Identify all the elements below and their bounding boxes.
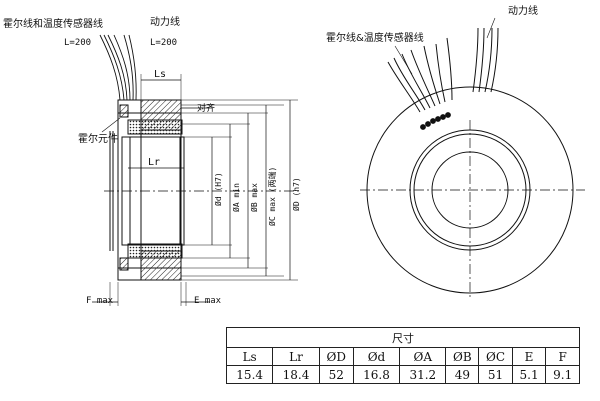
table-title: 尺寸 bbox=[226, 327, 580, 348]
header-lr: Lr bbox=[272, 347, 320, 366]
value-od-inner: 16.8 bbox=[352, 365, 401, 384]
lead-wires bbox=[99, 34, 137, 101]
value-lr: 18.4 bbox=[272, 365, 320, 384]
dim-b: ØB max bbox=[250, 183, 259, 212]
dim-f: F max bbox=[86, 296, 114, 306]
right-lead-wires bbox=[387, 27, 499, 113]
value-ob: 49 bbox=[445, 365, 480, 384]
lower-core bbox=[127, 243, 183, 259]
header-oa: ØA bbox=[399, 347, 447, 366]
wire-holes bbox=[420, 112, 451, 130]
header-ob: ØB bbox=[445, 347, 480, 366]
value-oa: 31.2 bbox=[399, 365, 447, 384]
dim-dd: ØD (h7) bbox=[292, 177, 301, 211]
value-oc: 51 bbox=[478, 365, 513, 384]
header-ls: Ls bbox=[225, 347, 274, 366]
left-section-view bbox=[92, 34, 300, 306]
value-e: 5.1 bbox=[511, 365, 547, 384]
dimension-table: 尺寸 Ls Lr ØD Ød ØA ØB ØC E F 15.4 18.4 52… bbox=[225, 327, 580, 384]
align-label: 对齐 bbox=[197, 104, 216, 114]
dim-d: Ød (H7) bbox=[214, 172, 223, 206]
hall-wire-length: L=200 bbox=[64, 38, 92, 48]
power-wire-label: 动力线 bbox=[150, 17, 180, 28]
rotor bbox=[121, 136, 185, 246]
dim-lr: Lr bbox=[148, 157, 161, 168]
dim-e: E max bbox=[194, 296, 222, 306]
upper-core bbox=[127, 119, 183, 135]
power-wire-length: L=200 bbox=[150, 38, 178, 48]
right-power-wire-label: 动力线 bbox=[508, 6, 538, 17]
dim-c: ØC max (两端) bbox=[268, 166, 277, 226]
value-ls: 15.4 bbox=[225, 365, 274, 384]
value-f: 9.1 bbox=[545, 365, 580, 384]
header-od-inner: Ød bbox=[352, 347, 401, 366]
dim-a: ØA min bbox=[232, 183, 241, 212]
header-od-outer: ØD bbox=[318, 347, 354, 366]
table-value-row: 15.4 18.4 52 16.8 31.2 49 51 5.1 9.1 bbox=[225, 365, 580, 384]
value-od-outer: 52 bbox=[318, 365, 354, 384]
right-hall-temp-wire-label: 霍尔线&温度传感器线 bbox=[326, 33, 424, 44]
hall-element-label: 霍尔元件 bbox=[78, 134, 118, 145]
table-header-row: Ls Lr ØD Ød ØA ØB ØC E F bbox=[225, 347, 580, 366]
hall-temp-wire-label: 霍尔线和温度传感器线 bbox=[3, 19, 103, 30]
header-f: F bbox=[545, 347, 580, 366]
right-front-view bbox=[360, 17, 585, 298]
header-e: E bbox=[511, 347, 547, 366]
dim-ls: Ls bbox=[154, 69, 167, 80]
header-oc: ØC bbox=[478, 347, 513, 366]
